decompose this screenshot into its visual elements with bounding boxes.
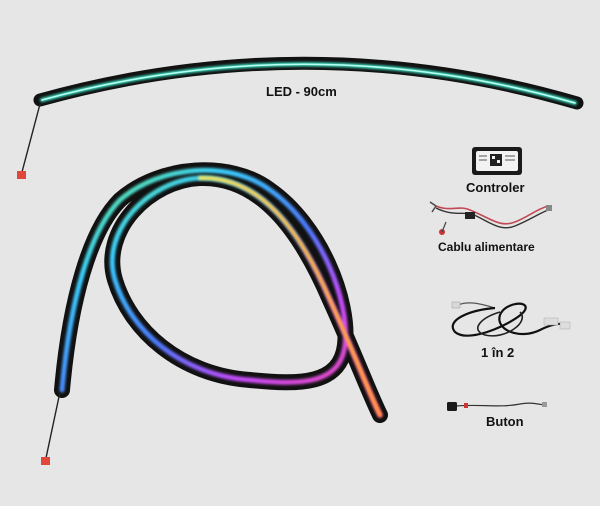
- label-splitter: 1 în 2: [481, 345, 515, 360]
- label-button: Buton: [486, 414, 524, 429]
- label-led: LED - 90cm: [266, 84, 337, 99]
- label-controller: Controler: [466, 180, 525, 195]
- label-power-cable: Cablu alimentare: [438, 240, 535, 254]
- power-cable: [429, 201, 552, 235]
- button-accessory: [447, 402, 547, 411]
- connector-icon: [41, 457, 50, 465]
- controller-box: [472, 147, 522, 175]
- led-strip-rgb-loop: [41, 162, 388, 465]
- qr-code-icon: [490, 154, 502, 166]
- splitter-cable: [451, 301, 571, 337]
- led-strip-top: [17, 56, 584, 179]
- connector-icon: [17, 171, 26, 179]
